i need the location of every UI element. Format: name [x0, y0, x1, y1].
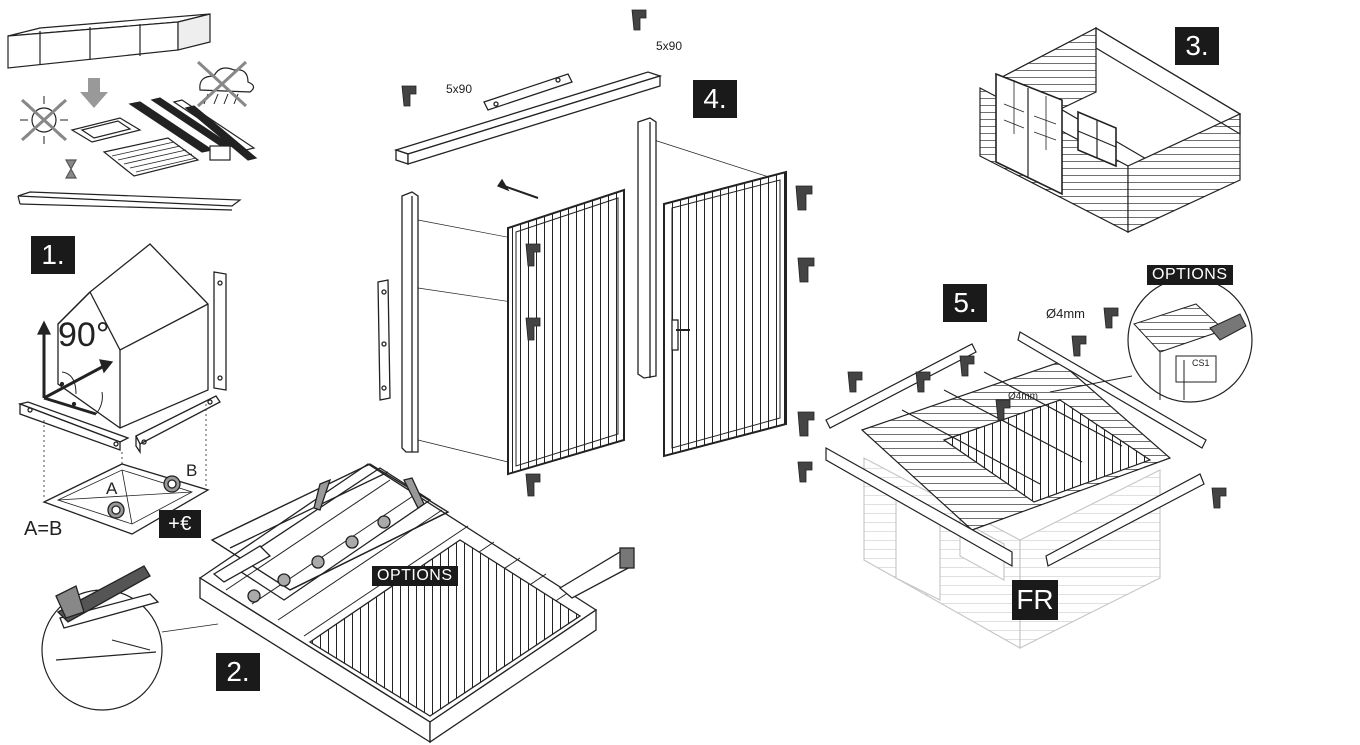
extra-cost-badge: +€ [159, 510, 201, 538]
drill-diameter-label-2: Ø4mm [1008, 391, 1038, 402]
step-1-badge: 1. [31, 236, 75, 274]
diagonal-a-label: A [106, 479, 118, 498]
step-4-badge: 4. [693, 80, 737, 118]
step4-illustration [377, 9, 815, 497]
screw-size-left: 5x90 [446, 82, 473, 96]
step3-illustration [979, 26, 1242, 233]
step5-options-badge: OPTIONS [1147, 265, 1233, 285]
screw-size-top: 5x90 [656, 39, 683, 53]
step1-illustration [17, 243, 227, 535]
diagonal-b-label: B [186, 461, 198, 480]
detail-code-label: CS1 [1192, 358, 1210, 368]
step-3-badge: 3. [1175, 27, 1219, 65]
step2-options-badge: OPTIONS [372, 566, 458, 586]
drill-diameter-label-1: Ø4mm [1046, 306, 1085, 321]
storage-illustration [7, 13, 258, 211]
step-5-badge: 5. [943, 284, 987, 322]
step-2-badge: 2. [216, 653, 260, 691]
step5-illustration [797, 277, 1253, 650]
step2-illustration [41, 463, 635, 744]
country-badge: FR [1012, 580, 1058, 620]
angle-label: 90° [58, 316, 110, 354]
diagonal-equality-label: A=B [24, 518, 63, 540]
